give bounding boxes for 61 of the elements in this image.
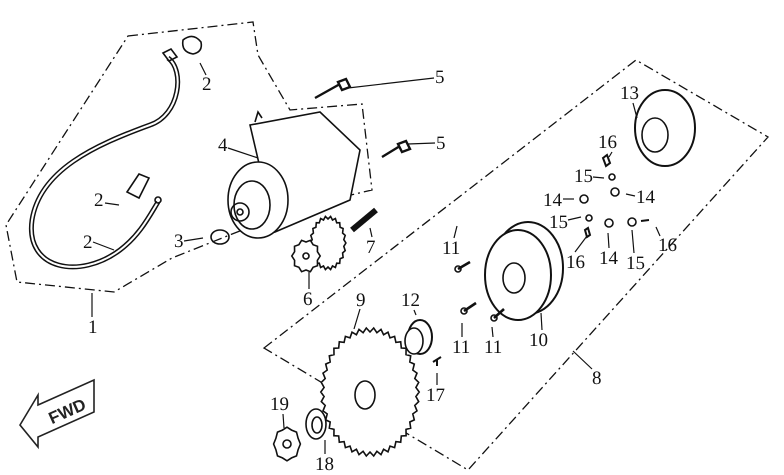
leader-line [91,293,93,317]
callout-number: 14 [636,188,655,207]
callout-number: 16 [658,236,677,255]
leader-line [369,228,373,238]
leader-line [436,373,438,385]
callout-number: 15 [549,213,568,232]
callout-number: 5 [436,134,446,153]
leader-line [563,198,574,200]
callout-number: 13 [620,84,639,103]
leader-line [461,323,463,337]
leader-line [607,232,610,248]
leader-line [572,350,592,370]
callout-number: 19 [270,395,289,414]
leader-line [348,77,434,89]
callout-number: 2 [83,233,92,252]
callout-number: 1 [88,318,98,337]
leader-line [184,237,204,242]
callout-number: 3 [174,232,184,251]
callout-number: 11 [452,338,470,357]
callout-number: 12 [401,291,420,310]
callout-number: 18 [315,455,334,474]
leader-line [408,142,436,145]
callout-number: 6 [303,290,312,309]
leader-line [655,226,661,236]
leader-line [92,241,114,251]
callout-number: 16 [566,253,585,272]
leader-line [453,226,458,238]
leader-line [324,440,326,454]
callout-number: 14 [599,249,618,268]
leader-line [540,312,543,330]
callout-number: 15 [626,254,645,273]
leader-line [228,147,258,159]
callout-number: 17 [426,386,445,405]
leader-line [631,230,635,254]
leader-line [353,308,361,330]
callout-number: 2 [94,191,104,210]
leader-line [632,102,638,118]
leader-line [574,236,588,252]
leader-line [308,272,310,289]
callout-number: 16 [598,133,617,152]
leader-line [199,62,207,76]
callout-number: 4 [218,136,228,155]
direction-label: FWD [46,396,88,428]
callout-number: 5 [435,68,444,87]
callout-number: 10 [529,331,548,350]
callout-number: 2 [202,75,212,94]
callout-number: 7 [366,238,376,257]
callout-number: 9 [356,291,366,310]
leader-line [568,216,582,221]
leader-line [491,326,494,338]
callout-number: 11 [442,239,460,258]
callout-number: 15 [574,167,593,186]
callout-number: 11 [484,338,502,357]
leader-line [608,152,613,158]
callout-number: 8 [592,369,602,388]
leader-line [104,202,120,206]
leader-line [626,193,636,197]
leader-line [413,310,417,316]
leader-line [282,414,285,428]
callout-number: 14 [543,191,562,210]
leader-line [592,176,604,179]
